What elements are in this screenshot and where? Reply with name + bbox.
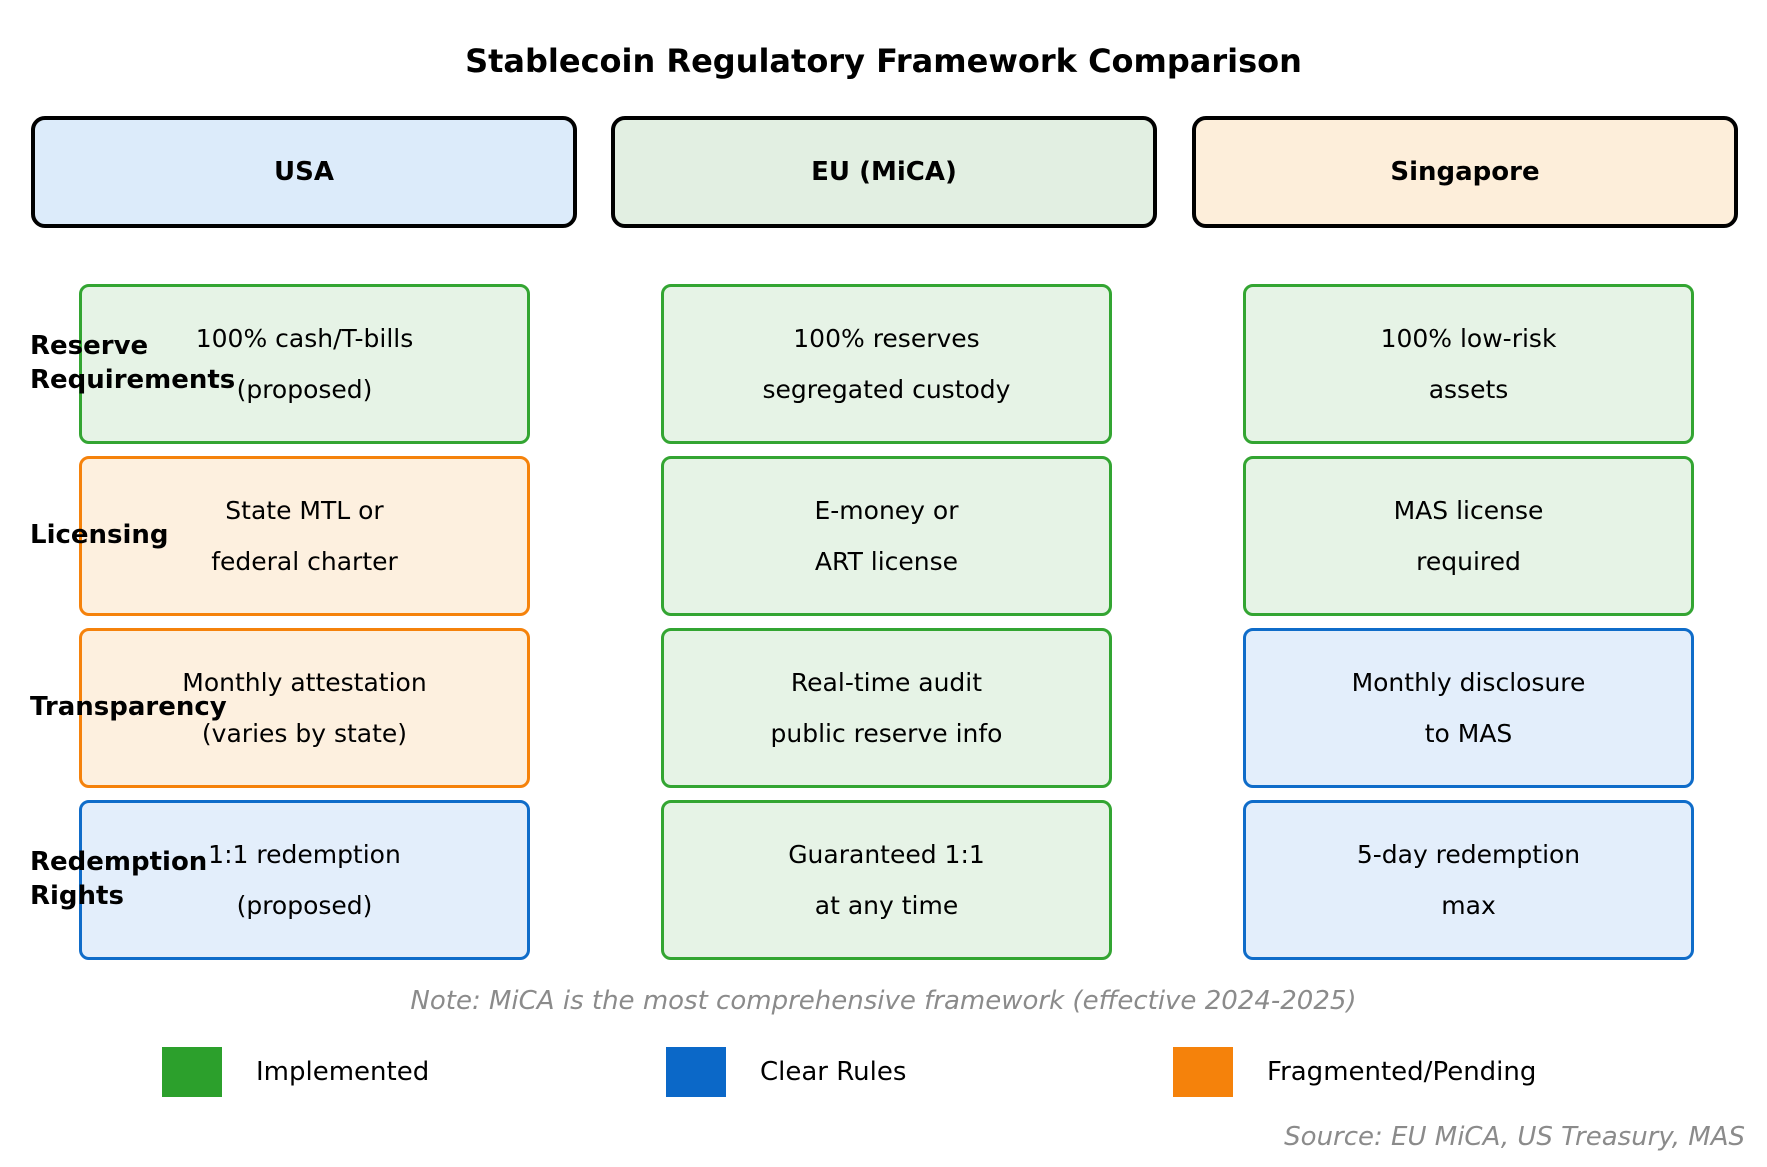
legend-item-fragmented-pending: Fragmented/Pending <box>1173 1046 1536 1098</box>
legend-swatch-fragmented-pending <box>1173 1047 1233 1097</box>
cell-text-line: Real-time audit <box>790 668 983 697</box>
legend-label-fragmented-pending: Fragmented/Pending <box>1267 1057 1537 1087</box>
legend-swatch-implemented <box>162 1047 222 1097</box>
row-label-line: Redemption <box>30 847 208 878</box>
cell-text-line: public reserve info <box>770 719 1003 748</box>
legend-label-clear-rules: Clear Rules <box>760 1057 907 1087</box>
cell-text-line: segregated custody <box>762 375 1011 404</box>
column-header-singapore-label: Singapore <box>1390 157 1540 187</box>
cell-text-line: required <box>1416 547 1521 576</box>
cell-text-line: Guaranteed 1:1 <box>788 840 985 869</box>
cell-text-line: (proposed) <box>236 375 373 404</box>
row-label-line: Reserve <box>30 331 149 362</box>
cell-text-line: MAS license <box>1393 496 1544 525</box>
column-header-eu-mica: EU (MiCA) <box>611 116 1157 228</box>
legend-item-implemented: Implemented <box>162 1046 429 1098</box>
legend-label-implemented: Implemented <box>256 1057 430 1087</box>
cell-text-line: (proposed) <box>236 891 373 920</box>
page-title: Stablecoin Regulatory Framework Comparis… <box>465 42 1302 80</box>
cell-usa-redemption-rights: 1:1 redemption (proposed) <box>79 800 530 960</box>
cell-usa-licensing: State MTL or federal charter <box>79 456 530 616</box>
row-label-licensing: Licensing <box>30 456 280 616</box>
cell-text-line: State MTL or <box>225 496 384 525</box>
cell-text-line: Monthly disclosure <box>1351 668 1586 697</box>
cell-usa-reserve-requirements: 100% cash/T-bills (proposed) <box>79 284 530 444</box>
cell-singapore-redemption-rights: 5-day redemption max <box>1243 800 1694 960</box>
cell-text-line: max <box>1441 891 1496 920</box>
row-label-line: Licensing <box>30 520 169 551</box>
cell-singapore-transparency: Monthly disclosure to MAS <box>1243 628 1694 788</box>
cell-singapore-licensing: MAS license required <box>1243 456 1694 616</box>
cell-eu-redemption-rights: Guaranteed 1:1 at any time <box>661 800 1112 960</box>
column-header-usa-label: USA <box>274 157 334 187</box>
row-label-reserve-requirements: Reserve Requirements <box>30 284 280 444</box>
column-header-usa: USA <box>31 116 577 228</box>
cell-text-line: 5-day redemption <box>1356 840 1581 869</box>
cell-text-line: E-money or <box>814 496 959 525</box>
column-header-eu-mica-label: EU (MiCA) <box>811 157 957 187</box>
row-label-line: Requirements <box>30 365 236 395</box>
cell-text-line: 100% cash/T-bills <box>195 324 414 353</box>
cell-text-line: federal charter <box>211 547 398 576</box>
cell-text-line: to MAS <box>1424 719 1513 748</box>
column-header-singapore: Singapore <box>1192 116 1738 228</box>
note-text: Note: MiCA is the most comprehensive fra… <box>410 986 1357 1016</box>
row-label-line: Transparency <box>30 692 227 723</box>
row-label-transparency: Transparency <box>30 628 280 788</box>
cell-text-line: at any time <box>814 891 959 920</box>
row-label-line: Rights <box>30 881 124 911</box>
cell-text-line: assets <box>1428 375 1509 404</box>
cell-singapore-reserve-requirements: 100% low-risk assets <box>1243 284 1694 444</box>
cell-text-line: Monthly attestation <box>182 668 427 697</box>
cell-eu-reserve-requirements: 100% reserves segregated custody <box>661 284 1112 444</box>
cell-text-line: (varies by state) <box>201 719 408 748</box>
cell-usa-transparency: Monthly attestation (varies by state) <box>79 628 530 788</box>
cell-text-line: 100% low-risk <box>1380 324 1557 353</box>
cell-eu-licensing: E-money or ART license <box>661 456 1112 616</box>
legend-swatch-clear-rules <box>666 1047 726 1097</box>
cell-text-line: ART license <box>814 547 959 576</box>
cell-text-line: 100% reserves <box>793 324 980 353</box>
source-text: Source: EU MiCA, US Treasury, MAS <box>1284 1122 1745 1152</box>
cell-eu-transparency: Real-time audit public reserve info <box>661 628 1112 788</box>
legend-item-clear-rules: Clear Rules <box>666 1046 906 1098</box>
cell-text-line: 1:1 redemption <box>208 840 401 869</box>
row-label-redemption-rights: Redemption Rights <box>30 800 280 960</box>
